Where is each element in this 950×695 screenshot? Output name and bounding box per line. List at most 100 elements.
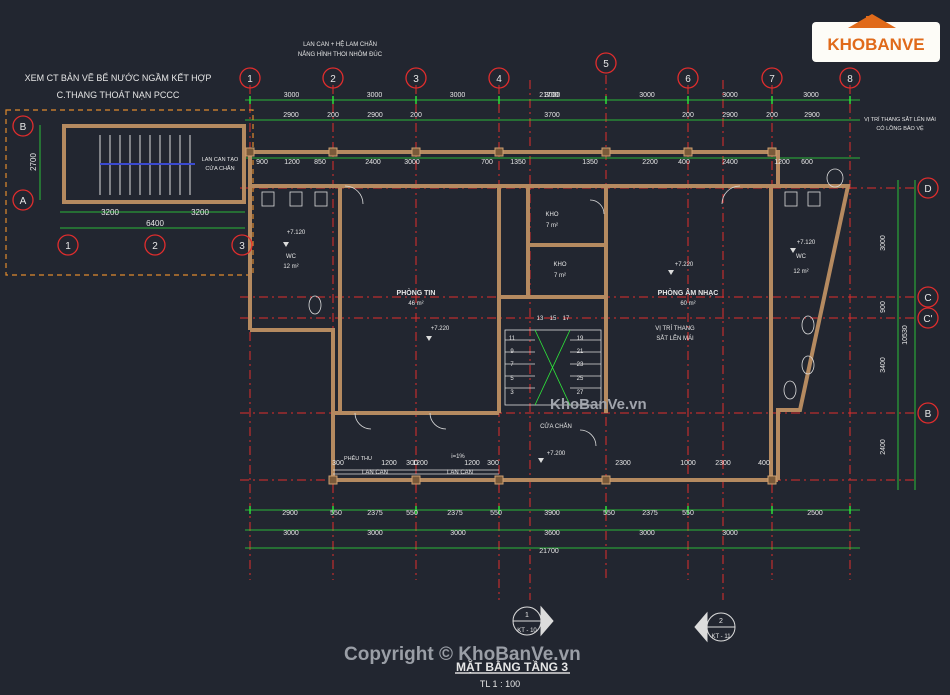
- columns: [245, 147, 777, 485]
- room-kho2-area: 7 m²: [554, 273, 566, 279]
- dim-bot2-0: 3000: [283, 530, 299, 537]
- dim-stair-width: 6400: [146, 219, 164, 228]
- room-wc-right-area: 12 m²: [793, 269, 808, 275]
- dim-top2-2: 2900: [367, 112, 383, 119]
- dim-top2-0: 2900: [283, 112, 299, 119]
- central-stair: [504, 329, 602, 406]
- drawing-title: MẶT BẰNG TẦNG 3: [456, 659, 568, 674]
- dim-under-2: 300: [406, 460, 418, 467]
- grid-top-3-circle: [405, 67, 427, 89]
- dim-under-7: 1000: [680, 460, 696, 467]
- level-mark-4: +7.120: [797, 240, 816, 246]
- dim-top1-4: 3000: [639, 92, 655, 99]
- stair-num-left-2: 7: [510, 362, 514, 368]
- grid-left-b: B: [20, 122, 27, 133]
- dim-under-3: 1200: [412, 460, 428, 467]
- dim-top1-0: 3000: [284, 92, 300, 99]
- grid-top-8: 8: [847, 74, 853, 85]
- dim-stair-depth: 2700: [29, 153, 38, 171]
- railings: [333, 469, 499, 475]
- grid-top-4-circle: [488, 67, 510, 89]
- dim-bot1-9: 550: [682, 510, 694, 517]
- lan-can-label-1: LAN CAN: [362, 470, 388, 476]
- stair-num-right-4: 27: [577, 390, 584, 396]
- door-swings: [344, 185, 741, 447]
- room-kho1: KHO: [545, 212, 558, 218]
- center-note-line2: SẮT LÊN MÁI: [656, 334, 694, 342]
- dim-bot2-5: 3000: [722, 530, 738, 537]
- dim-top3-12: 600: [801, 159, 813, 166]
- dim-top1-1: 3000: [367, 92, 383, 99]
- dim-bot2-3: 3600: [544, 530, 560, 537]
- grid-top-6-circle: [677, 67, 699, 89]
- dim-bot2-4: 3000: [639, 530, 655, 537]
- grid-top-8-circle: [839, 67, 861, 89]
- dim-under-5: 300: [487, 460, 499, 467]
- room-phong-tin-area: 46 m²: [408, 301, 423, 307]
- stair-num-right-2: 23: [577, 362, 584, 368]
- grid-right-1: C: [924, 293, 931, 304]
- dim-stair-half-1: 3200: [101, 208, 119, 217]
- dim-top3-0: 900: [256, 159, 268, 166]
- dim-bot1-0: 2900: [282, 510, 298, 517]
- stair-note-line2: CỬA CHẮN: [205, 164, 234, 172]
- dim-top3-8: 2200: [642, 159, 658, 166]
- stair-num-left-4: 3: [510, 390, 514, 396]
- dim-top3-1: 1200: [284, 159, 300, 166]
- stair-num-left-0: 11: [509, 336, 516, 342]
- dim-top2-7: 200: [766, 112, 778, 119]
- dim-under-6: 2300: [615, 460, 631, 467]
- grid-bottom-2-circle: [144, 234, 166, 256]
- dim-top3-6: 1350: [510, 159, 526, 166]
- right-note-line2: CÓ LỒNG BẢO VỆ: [876, 124, 924, 132]
- grid-top-1-circle: [239, 67, 261, 89]
- grid-bottom-1-circle: [57, 234, 79, 256]
- dim-bot1-8: 2375: [642, 510, 658, 517]
- grid-right-2: C': [923, 314, 932, 325]
- right-note-line1: VỊ TRÍ THANG SẮT LÊN MÁI: [864, 115, 936, 123]
- dim-bot1-7: 550: [603, 510, 615, 517]
- ref-note-line1: XEM CT BẢN VẼ BỂ NƯỚC NGẦM KẾT HỢP: [25, 72, 212, 83]
- level-mark-0: +7.120: [287, 230, 306, 236]
- grid-left-a: A: [20, 196, 27, 207]
- stair-num-top-2: 17: [563, 316, 570, 322]
- grid-top-3: 3: [413, 74, 419, 85]
- dim-top3-2: 850: [314, 159, 326, 166]
- dim-top2-8: 2900: [804, 112, 820, 119]
- grid-top-4: 4: [496, 74, 502, 85]
- dim-top3-9: 400: [678, 159, 690, 166]
- top-note-line1: LAN CAN + HỆ LAM CHẮN: [303, 40, 377, 48]
- room-phong-am-nhac: PHÒNG ÂM NHẠC: [658, 288, 719, 297]
- cua-chan-label: CỬA CHẮN: [540, 422, 572, 430]
- dim-right-3: 2400: [880, 439, 887, 455]
- dim-top2-5: 200: [682, 112, 694, 119]
- dimension-ticks: [249, 96, 851, 514]
- dim-top1-2: 3000: [450, 92, 466, 99]
- grid-top-6: 6: [685, 74, 691, 85]
- grid-right-2-circle: [917, 307, 939, 329]
- room-kho2: KHO: [553, 262, 566, 268]
- center-note-line1: VỊ TRÍ THANG: [655, 325, 695, 332]
- level-mark-3: +7.200: [547, 451, 566, 457]
- dim-top1-6: 3000: [803, 92, 819, 99]
- stair-num-top-0: 13: [537, 316, 544, 322]
- grid-top-5-circle: [595, 52, 617, 74]
- section-2-num: 2: [719, 618, 723, 625]
- dim-top3-3: 2400: [365, 159, 381, 166]
- dim-top3-10: 2400: [722, 159, 738, 166]
- grid-bottom-3-circle: [231, 234, 253, 256]
- escape-stair-outline: [62, 124, 246, 204]
- watermark-copyright: Copyright © KhoBanVe.vn: [344, 644, 581, 665]
- level-markers: [283, 242, 796, 463]
- building-walls: [248, 150, 851, 482]
- dim-bot1-1: 550: [330, 510, 342, 517]
- lan-can-label-2: LAN CAN: [447, 470, 473, 476]
- dimension-lines: [39, 99, 916, 549]
- dim-top2-1: 200: [327, 112, 339, 119]
- grid-top-2-circle: [322, 67, 344, 89]
- room-phong-tin: PHÒNG TIN: [397, 288, 436, 297]
- dim-top3-11: 1200: [774, 159, 790, 166]
- wc-fixtures: [261, 168, 844, 400]
- stair-num-right-3: 25: [577, 376, 584, 382]
